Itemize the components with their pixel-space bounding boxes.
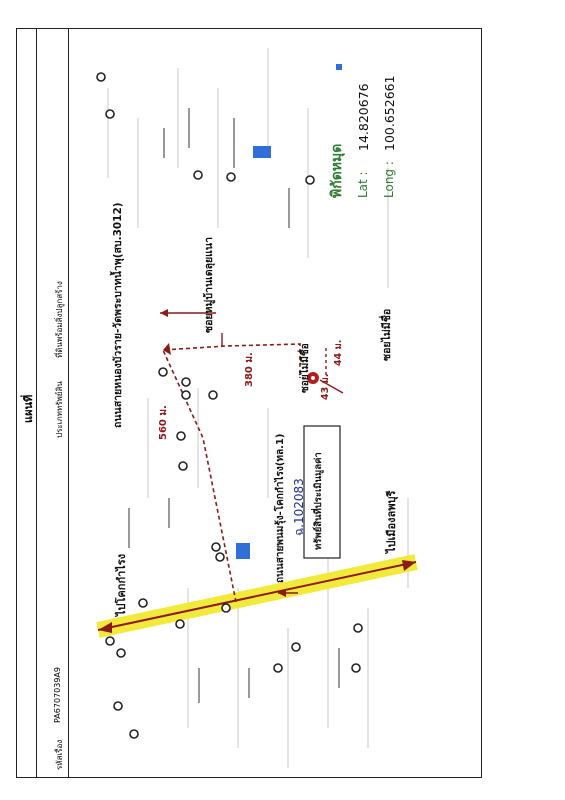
to-khok-label: ไปโคกกำไรง [115,553,128,616]
location-pin-dot [311,376,315,380]
info-column: รหัสเรื่อง PA6707039A9 ประเภททรัพย์สิน ท… [36,28,69,778]
page-title: แผนที่ [22,394,35,423]
to-town-label: ไปเมืองลพบุรี [385,490,398,553]
soi-village-label: ซอยหมู่บ้านเดลุยแนา [203,236,215,333]
header-column: แผนที่ [16,28,37,778]
pointer-property [319,379,344,394]
page-frame [16,28,482,778]
pointer-3012-head-icon [160,309,168,317]
distance-380: 380 ม. [244,352,255,387]
distance-44: 44 ม. [333,339,344,366]
arrow-to-town-icon [402,560,416,571]
road-3012-label: ถนนสายหนองบัวราย-วัดพระบาทน้ำพุ(สบ.3012) [112,202,124,428]
soi-no-name-label: ซอยไม่มีชื่อ [300,343,311,393]
distance-43: 43 ม. [320,373,331,400]
code-value: PA6707039A9 [53,667,62,723]
background-lines [107,48,409,768]
building-marker [253,146,271,158]
soi-no-name-label-2: ซอยไม่มีชื่อ [381,308,393,361]
highway-line [97,561,417,631]
pointer-road1-head-icon [278,589,286,597]
asset-type-label: ประเภททรัพย์สิน [55,381,64,438]
deed-number: ฉ.102083 [292,478,306,536]
road-1-label: ถนนสายพนมรุ้ง-โคกกำไรง(ทล.1) [275,433,286,583]
property-box [303,425,341,559]
dashed-route [161,343,301,603]
distance-560: 560 ม. [158,405,169,440]
lat-value: 14.820676 [356,83,371,151]
map-drawing [96,48,418,768]
lat-label: Lat : [356,171,370,198]
asset-type-value: ที่ดินพร้อมสิ่งปลูกสร้าง [55,281,64,358]
long-label: Long : [382,161,396,198]
building-marker [336,64,342,70]
property-box-label: ทรัพย์สินที่ประเมินมูลค่า [313,452,324,550]
arrow-to-khok-icon [98,622,112,633]
poi-markers [96,72,363,739]
route-turn-arrow-icon [163,343,171,355]
minor-labels [128,108,340,703]
map-area: ถนนสายหนองบัวราย-วัดพระบาทน้ำพุ(สบ.3012)… [68,28,482,778]
long-value: 100.652661 [382,75,397,151]
building-marker [236,543,250,559]
pin-title: พิกัดหมุด [329,143,345,198]
code-label: รหัสเรื่อง [55,739,64,770]
